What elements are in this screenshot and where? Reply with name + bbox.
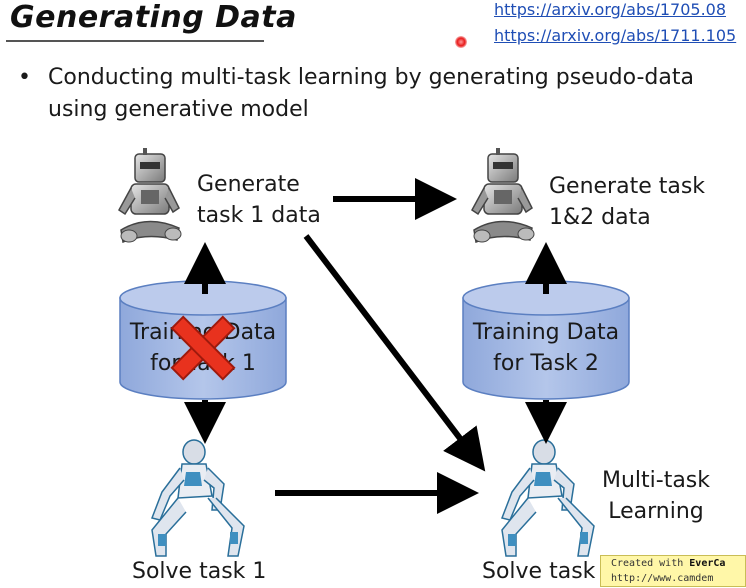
solver-robot-icon (502, 440, 594, 556)
generate-task1-label: Generate task 1 data (197, 170, 327, 232)
generate-task12-label: Generate task 1&2 data (549, 172, 709, 234)
multi-task-label: Multi-task Learning (600, 466, 712, 528)
arrow-generator1-to-multitask (306, 236, 478, 462)
solve-task2-label: Solve task 2 (482, 557, 616, 588)
solver-robot-icon (152, 440, 244, 556)
cross-icon (165, 310, 241, 386)
generator-robot-icon (119, 148, 181, 242)
generator-robot-icon (472, 148, 534, 242)
watermark-badge[interactable]: Created with EverCa http://www.camdem (600, 555, 746, 587)
watermark-line1: Created with EverCa (611, 556, 745, 571)
watermark-line2: http://www.camdem (611, 571, 745, 586)
db2-label: Training Data for Task 2 (463, 318, 629, 380)
solve-task1-label: Solve task 1 (132, 557, 266, 588)
